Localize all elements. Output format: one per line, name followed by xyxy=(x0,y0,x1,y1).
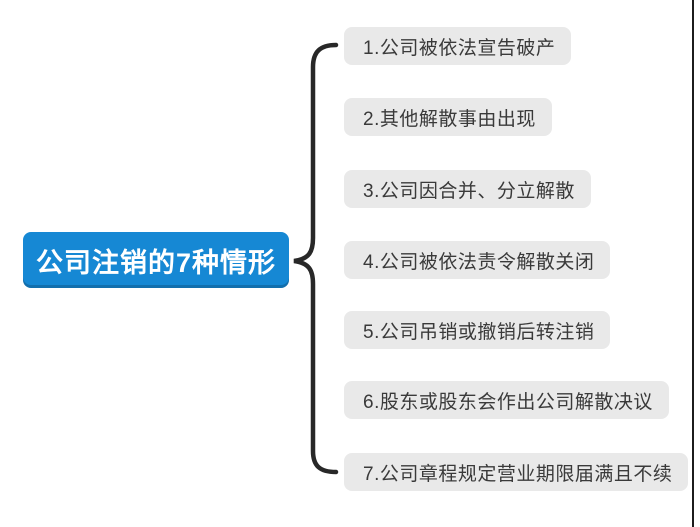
branch-label: 6.股东或股东会作出公司解散决议 xyxy=(363,391,653,413)
branch-label: 1.公司被依法宣告破产 xyxy=(363,37,556,59)
branch-label: 2.其他解散事由出现 xyxy=(363,108,536,130)
branch-node-1: 1.公司被依法宣告破产 xyxy=(344,27,572,65)
brace-path xyxy=(293,42,339,475)
branch-node-5: 5.公司吊销或撤销后转注销 xyxy=(344,311,611,349)
branch-node-3: 3.公司因合并、分立解散 xyxy=(344,170,591,208)
branch-label: 7.公司章程规定营业期限届满且不续 xyxy=(363,463,673,485)
branch-node-6: 6.股东或股东会作出公司解散决议 xyxy=(344,381,669,419)
branch-label: 4.公司被依法责令解散关闭 xyxy=(363,251,595,273)
branch-label: 5.公司吊销或撤销后转注销 xyxy=(363,321,595,343)
branch-node-7: 7.公司章程规定营业期限届满且不续 xyxy=(344,453,689,491)
image-right-border xyxy=(692,0,694,527)
root-node: 公司注销的7种情形 xyxy=(23,232,289,288)
branch-node-2: 2.其他解散事由出现 xyxy=(344,98,552,136)
root-node-label: 公司注销的7种情形 xyxy=(35,247,277,278)
branch-label: 3.公司因合并、分立解散 xyxy=(363,180,575,202)
branch-node-4: 4.公司被依法责令解散关闭 xyxy=(344,241,611,279)
